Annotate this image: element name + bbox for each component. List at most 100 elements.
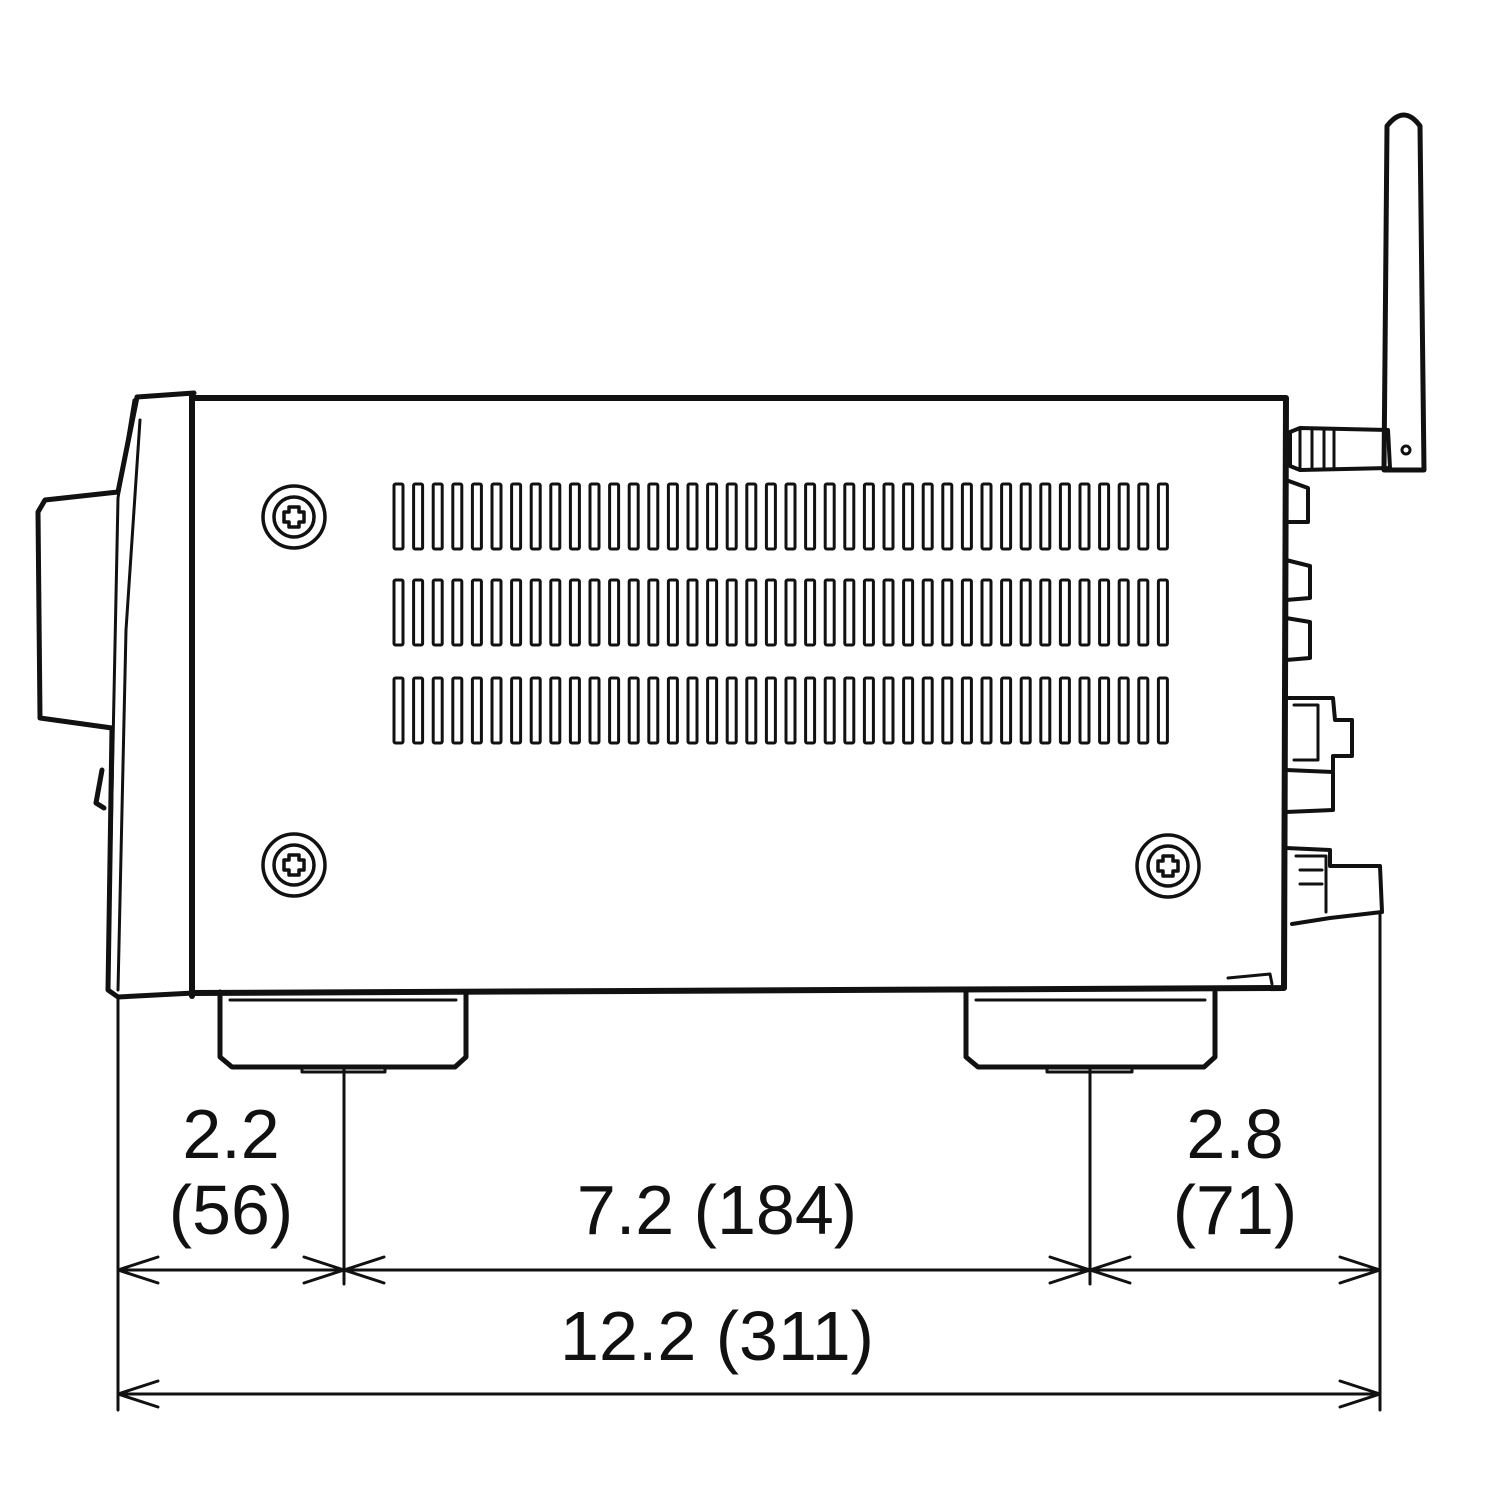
vent-slot bbox=[451, 482, 464, 551]
vent-slot bbox=[706, 482, 719, 551]
vent-slot bbox=[1019, 676, 1032, 745]
vent-slot bbox=[882, 676, 895, 745]
vent-slot bbox=[804, 578, 817, 647]
vent-slot bbox=[764, 482, 777, 551]
vent-slot bbox=[549, 482, 562, 551]
vent-slot bbox=[490, 676, 503, 745]
vent-slot bbox=[392, 578, 405, 647]
vent-slot bbox=[1137, 676, 1150, 745]
vent-slot bbox=[490, 482, 503, 551]
vent-slot bbox=[1058, 676, 1071, 745]
vent-slot bbox=[921, 578, 934, 647]
phillips-screw-icon bbox=[261, 484, 327, 550]
vent-slot bbox=[1156, 578, 1169, 647]
front-foot bbox=[217, 989, 469, 1074]
vent-slot bbox=[549, 578, 562, 647]
vent-slot bbox=[1137, 578, 1150, 647]
vent-slot bbox=[706, 578, 719, 647]
vent-slot bbox=[1156, 482, 1169, 551]
vent-slot bbox=[882, 482, 895, 551]
vent-slot bbox=[843, 482, 856, 551]
vent-slot bbox=[490, 578, 503, 647]
foot-spacing-label: 7.2 (184) bbox=[577, 1171, 857, 1249]
vent-slot bbox=[902, 676, 915, 745]
vent-slot bbox=[666, 482, 679, 551]
phillips-screw-icon bbox=[1135, 833, 1201, 899]
screw-bottom-left bbox=[261, 832, 327, 898]
front-panel bbox=[35, 390, 197, 1000]
vent-slot bbox=[510, 482, 523, 551]
vent-slot bbox=[1000, 676, 1013, 745]
vent-slot bbox=[627, 482, 640, 551]
vent-slot bbox=[902, 482, 915, 551]
vent-slot bbox=[843, 578, 856, 647]
vent-slot bbox=[1098, 676, 1111, 745]
vent-slot bbox=[960, 578, 973, 647]
chassis bbox=[189, 392, 1289, 999]
vent-slot bbox=[627, 676, 640, 745]
vent-slot bbox=[470, 482, 483, 551]
vent-slot bbox=[902, 578, 915, 647]
vent-slot bbox=[980, 482, 993, 551]
vent-slot bbox=[784, 676, 797, 745]
vent-slot bbox=[921, 482, 934, 551]
vent-slot bbox=[862, 676, 875, 745]
vent-slot bbox=[1078, 676, 1091, 745]
vent-slot bbox=[1078, 482, 1091, 551]
vent-slot bbox=[1078, 578, 1091, 647]
vent-slot bbox=[431, 676, 444, 745]
vent-slot bbox=[608, 482, 621, 551]
vent-slot bbox=[686, 578, 699, 647]
vent-slot bbox=[568, 676, 581, 745]
vent-slot bbox=[431, 578, 444, 647]
vent-slot bbox=[568, 578, 581, 647]
vent-slot bbox=[745, 482, 758, 551]
vent-slot bbox=[1058, 482, 1071, 551]
vent-slot bbox=[882, 578, 895, 647]
vent-slot bbox=[764, 578, 777, 647]
vent-slot bbox=[745, 578, 758, 647]
vent-slot bbox=[431, 482, 444, 551]
vent-slot bbox=[529, 578, 542, 647]
vent-slot bbox=[1039, 482, 1052, 551]
vent-slot bbox=[627, 578, 640, 647]
vent-slot bbox=[1098, 578, 1111, 647]
vent-slot bbox=[510, 676, 523, 745]
vent-slot bbox=[529, 676, 542, 745]
rear-offset-metric: (71) bbox=[1173, 1171, 1297, 1249]
vent-slot bbox=[941, 578, 954, 647]
vent-slot bbox=[823, 676, 836, 745]
phillips-screw-icon bbox=[261, 832, 327, 898]
vent-slot bbox=[1039, 676, 1052, 745]
vent-slot bbox=[1117, 578, 1130, 647]
vent-slot bbox=[412, 578, 425, 647]
vent-slot bbox=[784, 482, 797, 551]
vent-slot bbox=[1137, 482, 1150, 551]
dimension-line-foot-spacing bbox=[342, 1255, 1092, 1285]
vent-slot bbox=[470, 676, 483, 745]
front-offset-value: 2.2 bbox=[182, 1095, 279, 1173]
vent-slot bbox=[941, 482, 954, 551]
vent-slot bbox=[1019, 482, 1032, 551]
vent-slot bbox=[470, 578, 483, 647]
vent-slot bbox=[706, 676, 719, 745]
vent-slot bbox=[764, 676, 777, 745]
vent-slot bbox=[647, 482, 660, 551]
vent-slot bbox=[588, 482, 601, 551]
vent-slot bbox=[686, 676, 699, 745]
vent-slot bbox=[1058, 578, 1071, 647]
vent-slot bbox=[412, 482, 425, 551]
vent-slot bbox=[451, 676, 464, 745]
dimension-line-front-offset bbox=[116, 1255, 346, 1285]
vent-slot bbox=[1156, 676, 1169, 745]
screw-top-left bbox=[261, 484, 327, 550]
vent-slot bbox=[725, 578, 738, 647]
front-offset-metric: (56) bbox=[169, 1171, 293, 1249]
vent-slot bbox=[823, 578, 836, 647]
vent-slot bbox=[745, 676, 758, 745]
vent-slot bbox=[862, 578, 875, 647]
vent-slot bbox=[588, 676, 601, 745]
vent-slot bbox=[804, 676, 817, 745]
